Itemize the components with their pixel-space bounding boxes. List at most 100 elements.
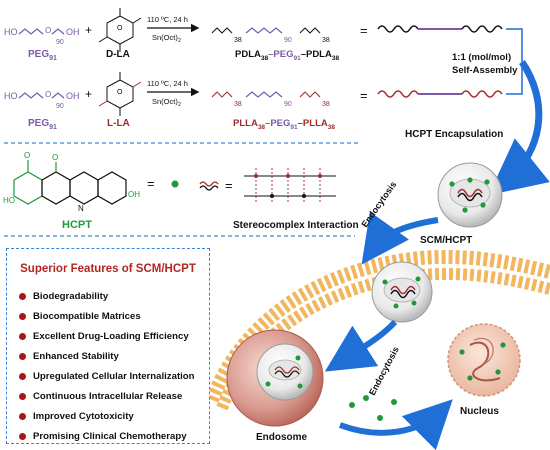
- feature-item: Enhanced Stability: [19, 347, 195, 367]
- scm-micelle-membrane: [371, 261, 433, 323]
- hcpt-label: HCPT: [62, 219, 92, 231]
- release-arrow: [338, 399, 453, 450]
- reactant-peg-ho-2: HO: [4, 91, 18, 101]
- self-assembly-label: Self-Assembly: [452, 65, 518, 76]
- reactant-lla-name: L-LA: [107, 118, 130, 129]
- bullet-icon: [19, 293, 26, 300]
- feature-item: Biodegradability: [19, 287, 195, 307]
- peg-mid-chain: [245, 27, 283, 34]
- plla-left-chain: [211, 91, 233, 98]
- peg-repeat-n-2: 90: [56, 103, 64, 110]
- endocytosis-arrow-bottom: [324, 319, 398, 372]
- reactant-peg-ho: HO: [4, 27, 18, 37]
- feature-item: Continuous Intracellular Release: [19, 387, 195, 407]
- peg-chain-zigzag-b: [18, 92, 44, 99]
- stereocomplex-label: Stereocomplex Interaction: [233, 220, 359, 231]
- reaction-1: HO O 90 OH PEG91 + O D-LA 110 ºC, 24 h S…: [4, 8, 503, 62]
- hcpt-ho-label: HO: [3, 196, 15, 205]
- feature-item: Excellent Drug-Loading Efficiency: [19, 327, 195, 347]
- plus-sign-2: +: [85, 87, 92, 101]
- bullet-icon: [19, 393, 26, 400]
- plla-right-n: 38: [322, 101, 330, 108]
- hcpt-dot-icon: [171, 180, 179, 188]
- legend-equals-2: =: [225, 178, 233, 193]
- bullet-icon: [19, 373, 26, 380]
- hcpt-oh-label: OH: [128, 190, 140, 199]
- lactide-o-2: O: [117, 89, 123, 96]
- product-pdla-peg-pdla: PDLA38–PEG91–PDLA38: [235, 49, 339, 62]
- product-plla-peg-plla: PLLA38–PEG91–PLLA38: [233, 118, 335, 131]
- reactant-peg-oh: OH: [66, 27, 80, 37]
- features-title: Superior Features of SCM/HCPT: [20, 263, 196, 275]
- feature-text: Promising Clinical Chemotherapy: [33, 431, 187, 442]
- condition-catalyst: Sn(Oct)2: [152, 33, 181, 44]
- peg-mid-chain-2: [245, 91, 283, 98]
- feature-item: Improved Cytotoxicity: [19, 407, 195, 427]
- hcpt-o-label-1: O: [24, 151, 30, 160]
- feature-text: Improved Cytotoxicity: [33, 411, 134, 422]
- condition-temp: 110 ºC, 24 h: [147, 15, 188, 24]
- stereocomplex-structure: [244, 168, 336, 204]
- released-drug-dot-1: [349, 402, 355, 408]
- l-lactide-structure: [98, 72, 142, 116]
- feature-text: Biocompatible Matrices: [33, 311, 141, 322]
- pdla-left-n: 38: [234, 37, 242, 44]
- peg-repeat-n: 90: [56, 39, 64, 46]
- endocytosis-label-bottom: Endocytosis: [367, 345, 401, 397]
- assembly-bracket: [506, 28, 523, 95]
- bullet-icon: [19, 333, 26, 340]
- plla-cartoon-right: [461, 90, 503, 98]
- hcpt-n-label: N: [78, 204, 84, 213]
- bullet-icon: [19, 433, 26, 440]
- peg-chain-zigzag-b2: [51, 92, 65, 99]
- released-drug-dot-2: [363, 395, 369, 401]
- legend-equals-1: =: [147, 176, 155, 191]
- assembly-ratio-label: 1:1 (mol/mol): [452, 52, 511, 63]
- bullet-icon: [19, 353, 26, 360]
- condition-temp-2: 110 ºC, 24 h: [147, 79, 188, 88]
- reactant-dla-name: D-LA: [106, 49, 130, 60]
- stereo-cartoon-red: [199, 181, 219, 187]
- peg-mid-n-2: 90: [284, 101, 292, 108]
- nucleus: [447, 323, 521, 397]
- pdla-cartoon-right: [461, 25, 503, 33]
- feature-item: Biocompatible Matrices: [19, 307, 195, 327]
- condition-catalyst-2: Sn(Oct)2: [152, 97, 181, 108]
- released-drug-dot-3: [377, 415, 383, 421]
- stereo-cartoon-black: [199, 185, 219, 191]
- pdla-cartoon-left: [377, 25, 419, 33]
- hcpt-encapsulation-label: HCPT Encapsulation: [405, 129, 503, 140]
- d-lactide-structure: [98, 8, 142, 52]
- hcpt-structure: [13, 160, 127, 205]
- bullet-icon: [19, 313, 26, 320]
- peg-chain-zigzag-2: [51, 28, 65, 35]
- scm-micelle-top: [437, 162, 503, 228]
- equals-sign-1: =: [360, 23, 368, 38]
- reactant-peg-oh-2: OH: [66, 91, 80, 101]
- nucleus-label: Nucleus: [460, 406, 499, 417]
- lactide-o-1: O: [117, 25, 123, 32]
- equals-sign-2: =: [360, 88, 368, 103]
- encapsulation-arrow: [488, 60, 550, 196]
- plla-right-chain: [299, 91, 321, 98]
- feature-text: Enhanced Stability: [33, 351, 119, 362]
- pdla-right-n: 38: [322, 37, 330, 44]
- pdla-left-chain: [211, 27, 233, 34]
- feature-text: Biodegradability: [33, 291, 109, 302]
- endocytosis-arrow-top: [361, 211, 439, 265]
- feature-text: Excellent Drug-Loading Efficiency: [33, 331, 189, 342]
- peg-oxygen-b: O: [45, 90, 51, 99]
- reaction-2: HO O 90 OH PEG91 + O L-LA 110 ºC, 24 h S…: [4, 72, 503, 131]
- endosome-label: Endosome: [256, 432, 308, 443]
- feature-text: Upregulated Cellular Internalization: [33, 371, 195, 382]
- hcpt-o-label-2: O: [52, 153, 58, 162]
- scm-hcpt-label: SCM/HCPT: [420, 235, 472, 246]
- peg-chain-zigzag: [18, 28, 44, 35]
- endosome: [226, 329, 324, 427]
- released-drug-dot-4: [391, 399, 397, 405]
- feature-item: Upregulated Cellular Internalization: [19, 367, 195, 387]
- features-panel: Superior Features of SCM/HCPT Biodegrada…: [6, 248, 210, 444]
- plla-left-n: 38: [234, 101, 242, 108]
